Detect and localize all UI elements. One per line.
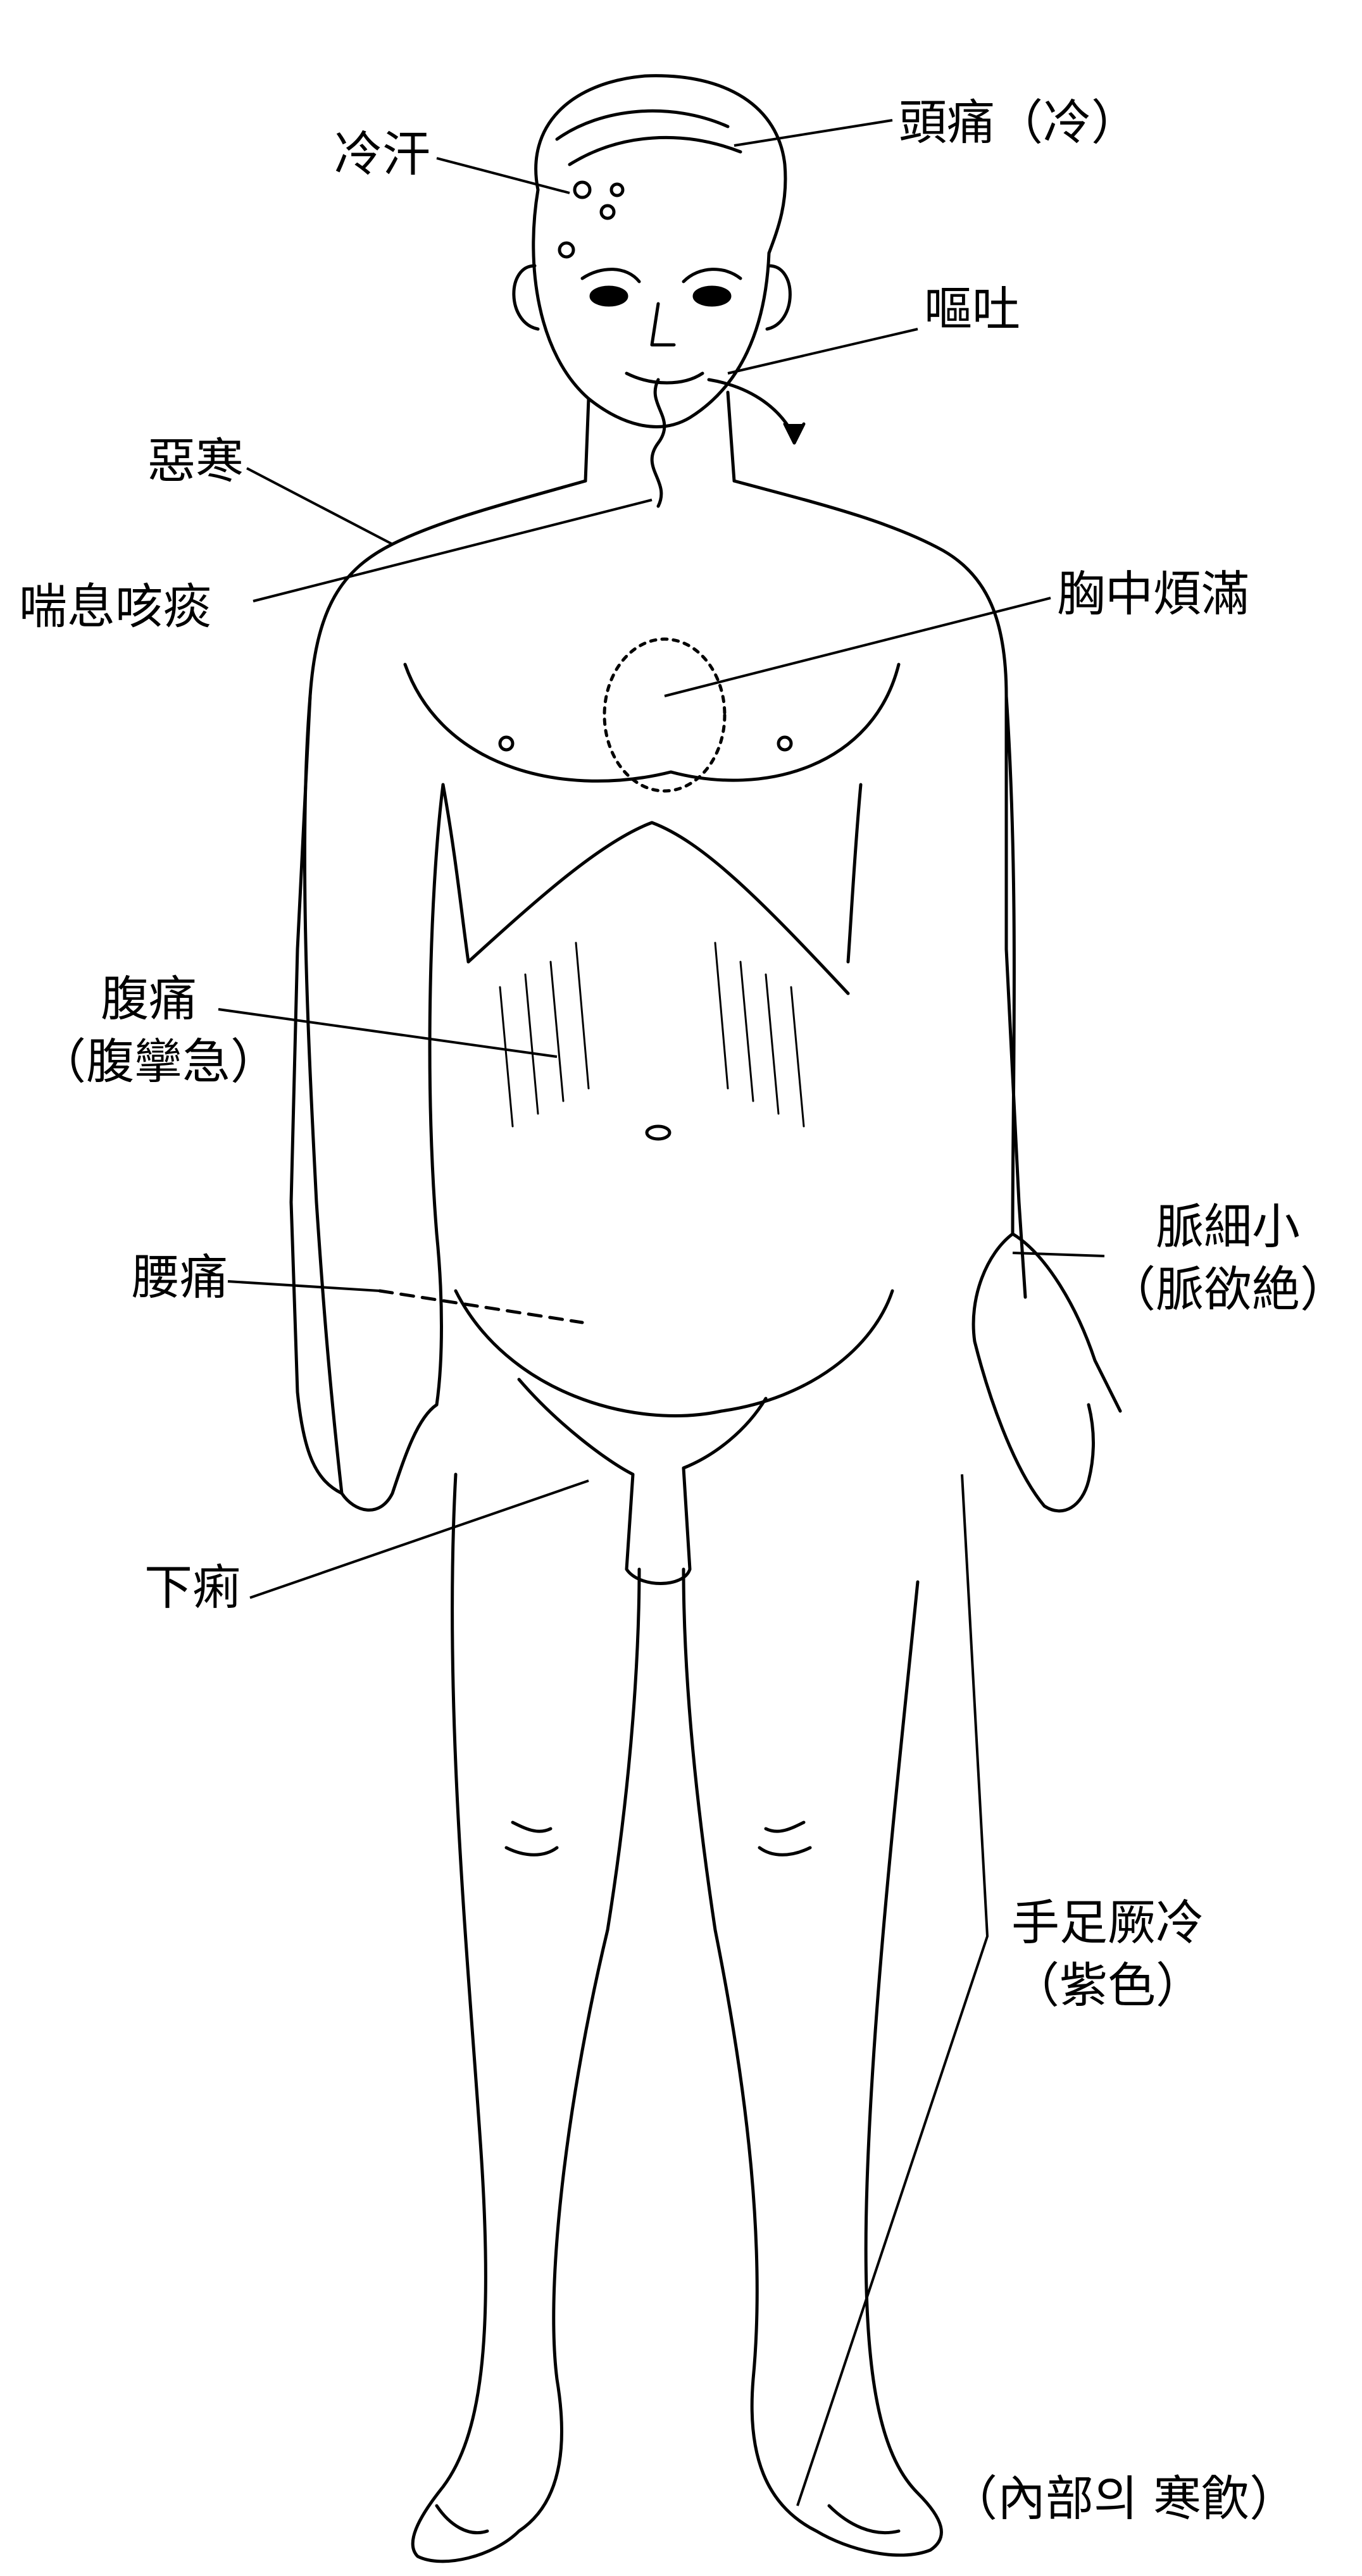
label-diarrhea: 下痢 bbox=[144, 1559, 241, 1615]
abdominal-hatching bbox=[499, 942, 805, 1128]
label-abdominal-pain: 腹痛 （腹攣急） bbox=[38, 968, 278, 1093]
leader-vomiting bbox=[727, 328, 918, 375]
label-pulse-line2: （脈欲絶） bbox=[1108, 1260, 1348, 1317]
left-arm bbox=[303, 694, 439, 1512]
label-back-pain: 腰痛 bbox=[132, 1249, 228, 1305]
leader-abdominal-pain bbox=[218, 1008, 558, 1058]
hair bbox=[534, 74, 787, 255]
leader-headache bbox=[734, 119, 893, 147]
label-abdominal-pain-line1: 腹痛 bbox=[101, 971, 197, 1027]
leader-diarrhea bbox=[249, 1479, 589, 1599]
label-aversion-cold: 惡寒 bbox=[147, 433, 244, 489]
label-headache: 頭痛（冷） bbox=[899, 94, 1139, 151]
label-pulse-line1: 脈細小 bbox=[1156, 1198, 1300, 1255]
leader-cold-limbs bbox=[796, 1474, 989, 2506]
leader-back-pain bbox=[227, 1280, 380, 1292]
label-chest-fullness: 胸中煩滿 bbox=[1057, 566, 1249, 622]
label-cold-limbs-line1: 手足厥冷 bbox=[1011, 1895, 1204, 1951]
right-ear bbox=[765, 264, 792, 331]
label-pulse: 脈細小 （脈欲絶） bbox=[1108, 1196, 1348, 1321]
label-vomiting: 嘔吐 bbox=[924, 281, 1020, 337]
left-ear bbox=[512, 264, 540, 331]
head bbox=[532, 188, 771, 428]
leader-chest-fullness bbox=[664, 597, 1051, 697]
label-cold-limbs-line2: （紫色） bbox=[1011, 1957, 1204, 2013]
right-leg bbox=[682, 1567, 943, 2557]
chest-fullness-area bbox=[603, 637, 727, 793]
figure-caption: （內部의 寒飮） bbox=[949, 2470, 1298, 2527]
label-wheezing: 喘息咳痰 bbox=[19, 578, 211, 635]
left-leg bbox=[411, 1472, 641, 2563]
leader-wheezing bbox=[253, 499, 653, 602]
leader-aversion-cold bbox=[246, 467, 393, 545]
leader-pulse bbox=[1012, 1252, 1105, 1257]
label-cold-sweat: 冷汗 bbox=[334, 126, 430, 182]
label-abdominal-pain-line2: （腹攣急） bbox=[38, 1033, 278, 1090]
right-arm bbox=[972, 694, 1095, 1513]
leader-cold-sweat bbox=[436, 157, 570, 194]
torso bbox=[289, 479, 587, 1495]
label-cold-limbs: 手足厥冷 （紫色） bbox=[994, 1892, 1221, 2017]
